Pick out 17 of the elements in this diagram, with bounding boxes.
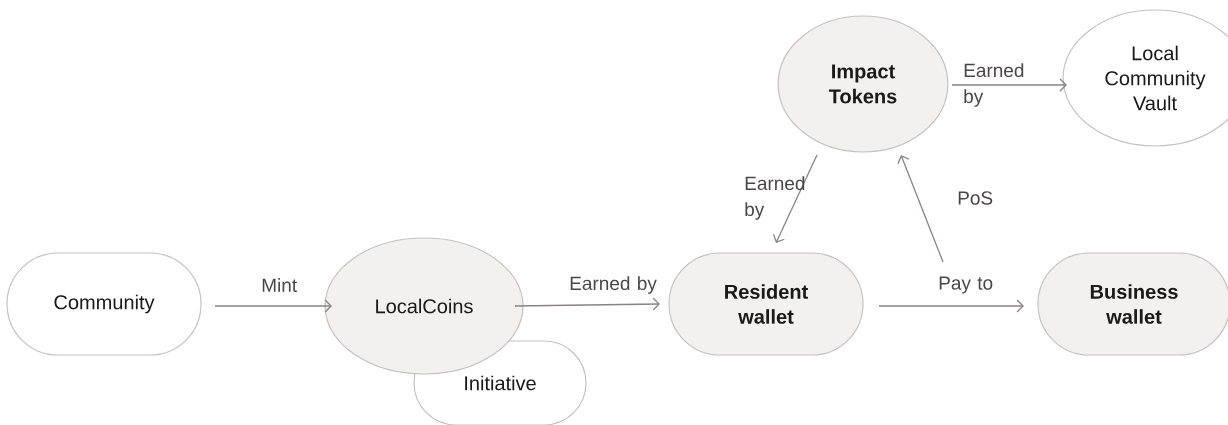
edge-label: Earned by xyxy=(964,63,1024,107)
rounded-node: Resident wallet xyxy=(668,252,864,356)
arrow xyxy=(514,297,660,311)
arrow xyxy=(897,155,944,263)
edge-label: PoS xyxy=(958,191,993,205)
edge-label: Pay to xyxy=(939,276,993,294)
arrow xyxy=(951,78,1067,92)
edge-label: Earned by xyxy=(745,176,805,220)
arrow xyxy=(214,299,332,313)
circle-node: LocalCoins xyxy=(324,237,524,375)
circle-node: Impact Tokens xyxy=(777,15,949,153)
edge-label: Earned by xyxy=(570,276,657,294)
arrow xyxy=(772,154,818,243)
edge-label: Mint xyxy=(262,278,297,292)
rounded-node: Community xyxy=(6,252,202,356)
rounded-node: Business wallet xyxy=(1037,252,1228,356)
arrow xyxy=(878,299,1024,313)
